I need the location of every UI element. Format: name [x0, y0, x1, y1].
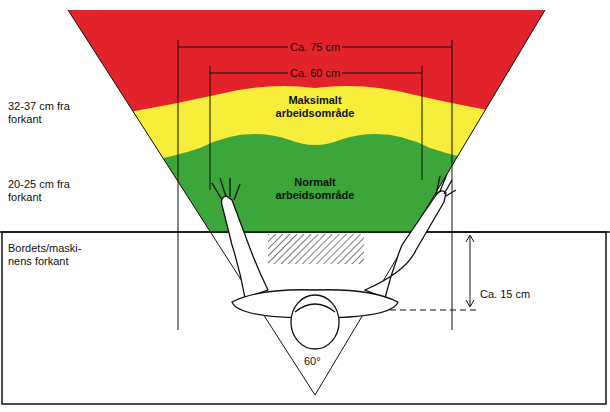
work-surface-hatch [268, 234, 364, 264]
dimension-label: Ca. 75 cm [288, 41, 342, 54]
edge-label: Bordets/maski- nens forkant [6, 242, 88, 268]
max-zone-band: Maksimalt arbeidsområde [265, 94, 365, 120]
zone-title: Maksimalt arbeidsområde [265, 94, 365, 120]
distance-label: 20-25 cm fra forkant [6, 178, 92, 204]
distance-label: 32-37 cm fra forkant [6, 100, 92, 126]
dimension-label: Ca. 60 cm [288, 67, 342, 80]
normal-zone [60, 134, 560, 232]
normal-zone-band: Normalt arbeidsområde [265, 176, 365, 202]
person-figure [212, 174, 456, 349]
dimension-lines [178, 40, 480, 330]
red-zone [0, 0, 610, 232]
angle-label: 60° [302, 355, 323, 368]
dimension-label: Ca. 15 cm [478, 288, 532, 301]
reach-angle [68, 10, 545, 395]
zone-title: Normalt arbeidsområde [265, 176, 365, 202]
table-edge [0, 231, 610, 233]
max-zone [60, 86, 560, 232]
